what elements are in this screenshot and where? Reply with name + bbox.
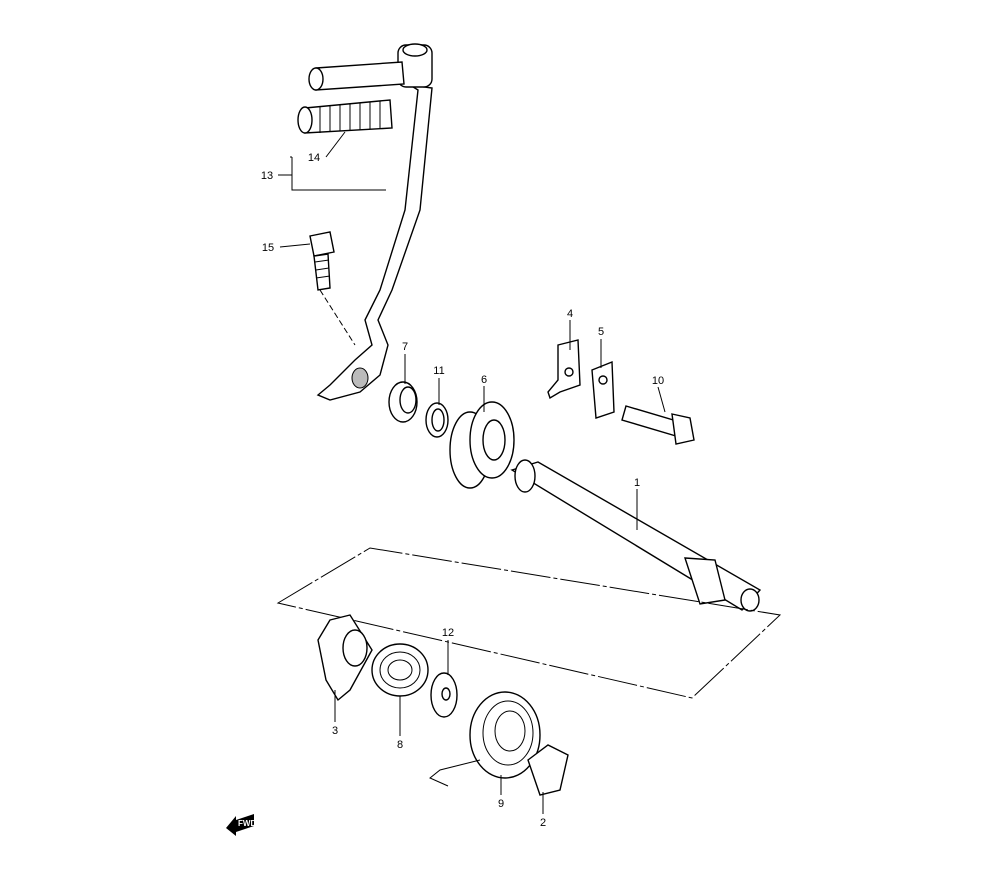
fwd-label: FWD	[238, 819, 256, 828]
oil-seal-part-7[interactable]	[388, 381, 418, 423]
bolt-part-15[interactable]	[309, 231, 356, 346]
callout-10: 10	[652, 375, 664, 387]
callout-4: 4	[567, 308, 573, 320]
fwd-arrow-icon: FWD	[226, 814, 256, 836]
leader-lines	[278, 131, 666, 814]
callout-5: 5	[598, 326, 604, 338]
washer-part-12[interactable]	[430, 672, 458, 718]
kick-lever-part-13[interactable]	[308, 43, 433, 401]
ratchet-gear-part-6[interactable]	[449, 401, 515, 489]
callout-1: 1	[634, 477, 640, 489]
callout-12: 12	[442, 627, 454, 639]
callout-7: 7	[402, 341, 408, 353]
callout-15: 15	[262, 242, 274, 254]
assembly-plane-outline	[276, 547, 782, 699]
callout-9: 9	[498, 798, 504, 810]
kick-spring-part-9[interactable]	[429, 691, 541, 787]
washer-part-11[interactable]	[425, 402, 449, 438]
kick-shaft-part-1[interactable]	[510, 459, 762, 612]
callout-6: 6	[481, 374, 487, 386]
rubber-grip-part-14[interactable]	[297, 99, 393, 134]
spring-part-8[interactable]	[371, 643, 429, 697]
callout-2: 2	[540, 817, 546, 829]
callout-11: 11	[433, 365, 444, 377]
callout-13: 13	[261, 170, 273, 182]
collar-part-2[interactable]	[527, 744, 569, 796]
callout-8: 8	[397, 739, 403, 751]
ratchet-part-3[interactable]	[317, 614, 373, 702]
callout-3: 3	[332, 725, 338, 737]
callout-14: 14	[308, 152, 320, 164]
plate-part-5[interactable]	[591, 360, 615, 419]
plate-part-4[interactable]	[547, 339, 581, 400]
bolt-part-10[interactable]	[621, 405, 695, 445]
